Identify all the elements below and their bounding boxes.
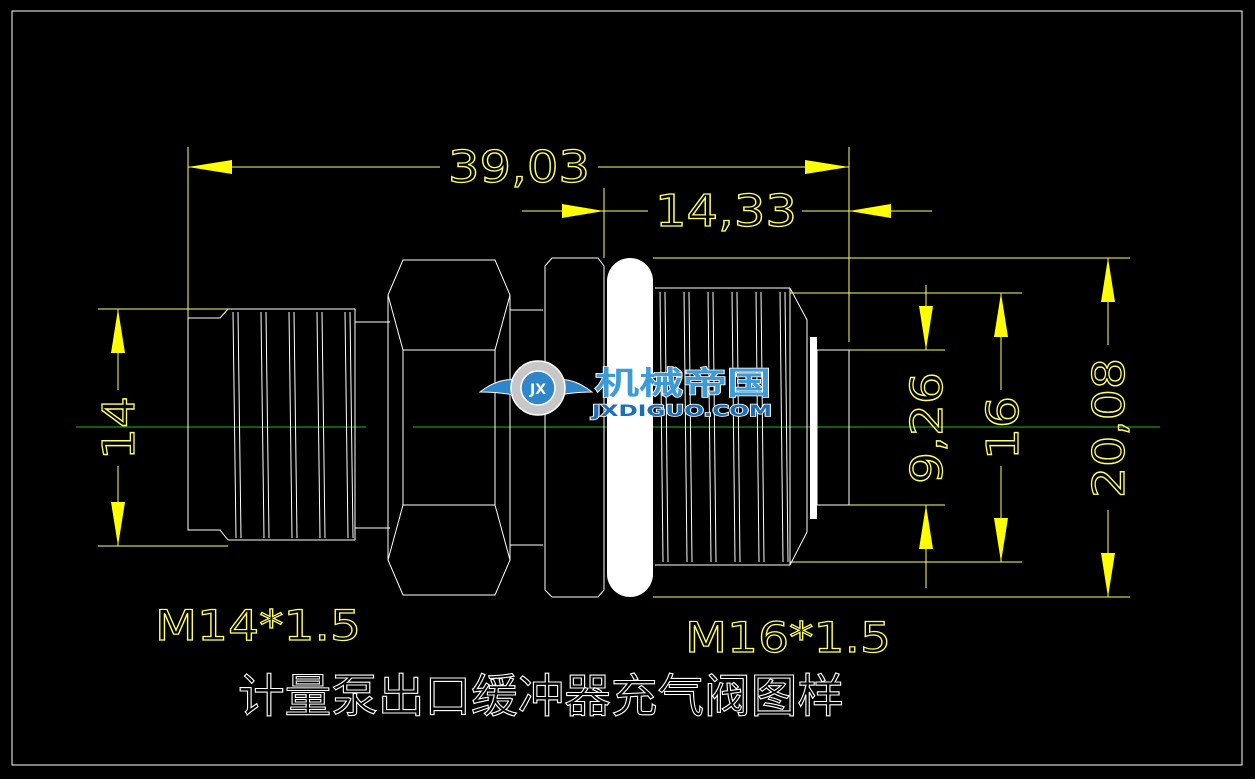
dim-tip-diameter: 9,26 [849, 285, 954, 588]
dim-overall-length-label: 39,03 [448, 142, 590, 193]
arrow-down [111, 502, 125, 546]
dim-right-length: 14,33 [522, 185, 932, 258]
left-thread-lines [232, 311, 354, 539]
hex-nut [387, 259, 543, 596]
right-thread-label: M16*1.5 [685, 613, 891, 662]
arrow-oring-bottom [1101, 553, 1115, 597]
dim-overall-length: 39,03 [187, 141, 850, 342]
dim-tip-diameter-label: 9,26 [902, 372, 953, 484]
arrow-oring-top [1101, 258, 1115, 302]
seal-face [810, 337, 817, 519]
arrow-left [188, 160, 232, 174]
dim-oring-diameter-label: 20,08 [1084, 358, 1135, 498]
right-thread-body [655, 287, 850, 566]
arrow-right [805, 160, 849, 174]
arrow-thread-bottom [994, 518, 1008, 562]
dim-oring-diameter: 20,08 [653, 257, 1136, 598]
arrow-tip-top [919, 306, 933, 350]
right-thread-chamfer [789, 287, 808, 566]
logo-url-text: JXDIGUO.COM [591, 401, 772, 420]
dim-right-length-label: 14,33 [655, 186, 797, 237]
dim-thread-diameter: 16 [790, 292, 1030, 563]
hex-outline [387, 259, 511, 596]
arrow-flange [562, 204, 604, 218]
dim-thread-diameter-label: 16 [978, 396, 1029, 460]
watermark-logo: JX 机械帝国 JXDIGUO.COM [478, 360, 773, 421]
drawing-title: 计量泵出口缓冲器充气阀图样 [238, 669, 844, 723]
valve-tip [816, 349, 850, 506]
dim-left-height: 14 [93, 308, 228, 547]
logo-badge-text: JX [529, 382, 546, 398]
arrow-tip-bottom [919, 505, 933, 549]
dim-left-height-label: 14 [94, 396, 145, 460]
logo-brand-text: 机械帝国 [595, 366, 771, 402]
arrow-up [111, 309, 125, 353]
arrow-tip [849, 204, 891, 218]
hex-lower-face [387, 504, 511, 561]
hex-upper-face [387, 294, 511, 351]
o-ring [607, 258, 653, 597]
gear-hub [520, 370, 556, 406]
left-thread-label: M14*1.5 [155, 601, 361, 650]
arrow-thread-top [994, 293, 1008, 337]
left-thread-body [187, 308, 390, 541]
left-end-face [187, 308, 229, 541]
drawing-border [11, 10, 1243, 766]
right-thread-lines [659, 291, 789, 563]
